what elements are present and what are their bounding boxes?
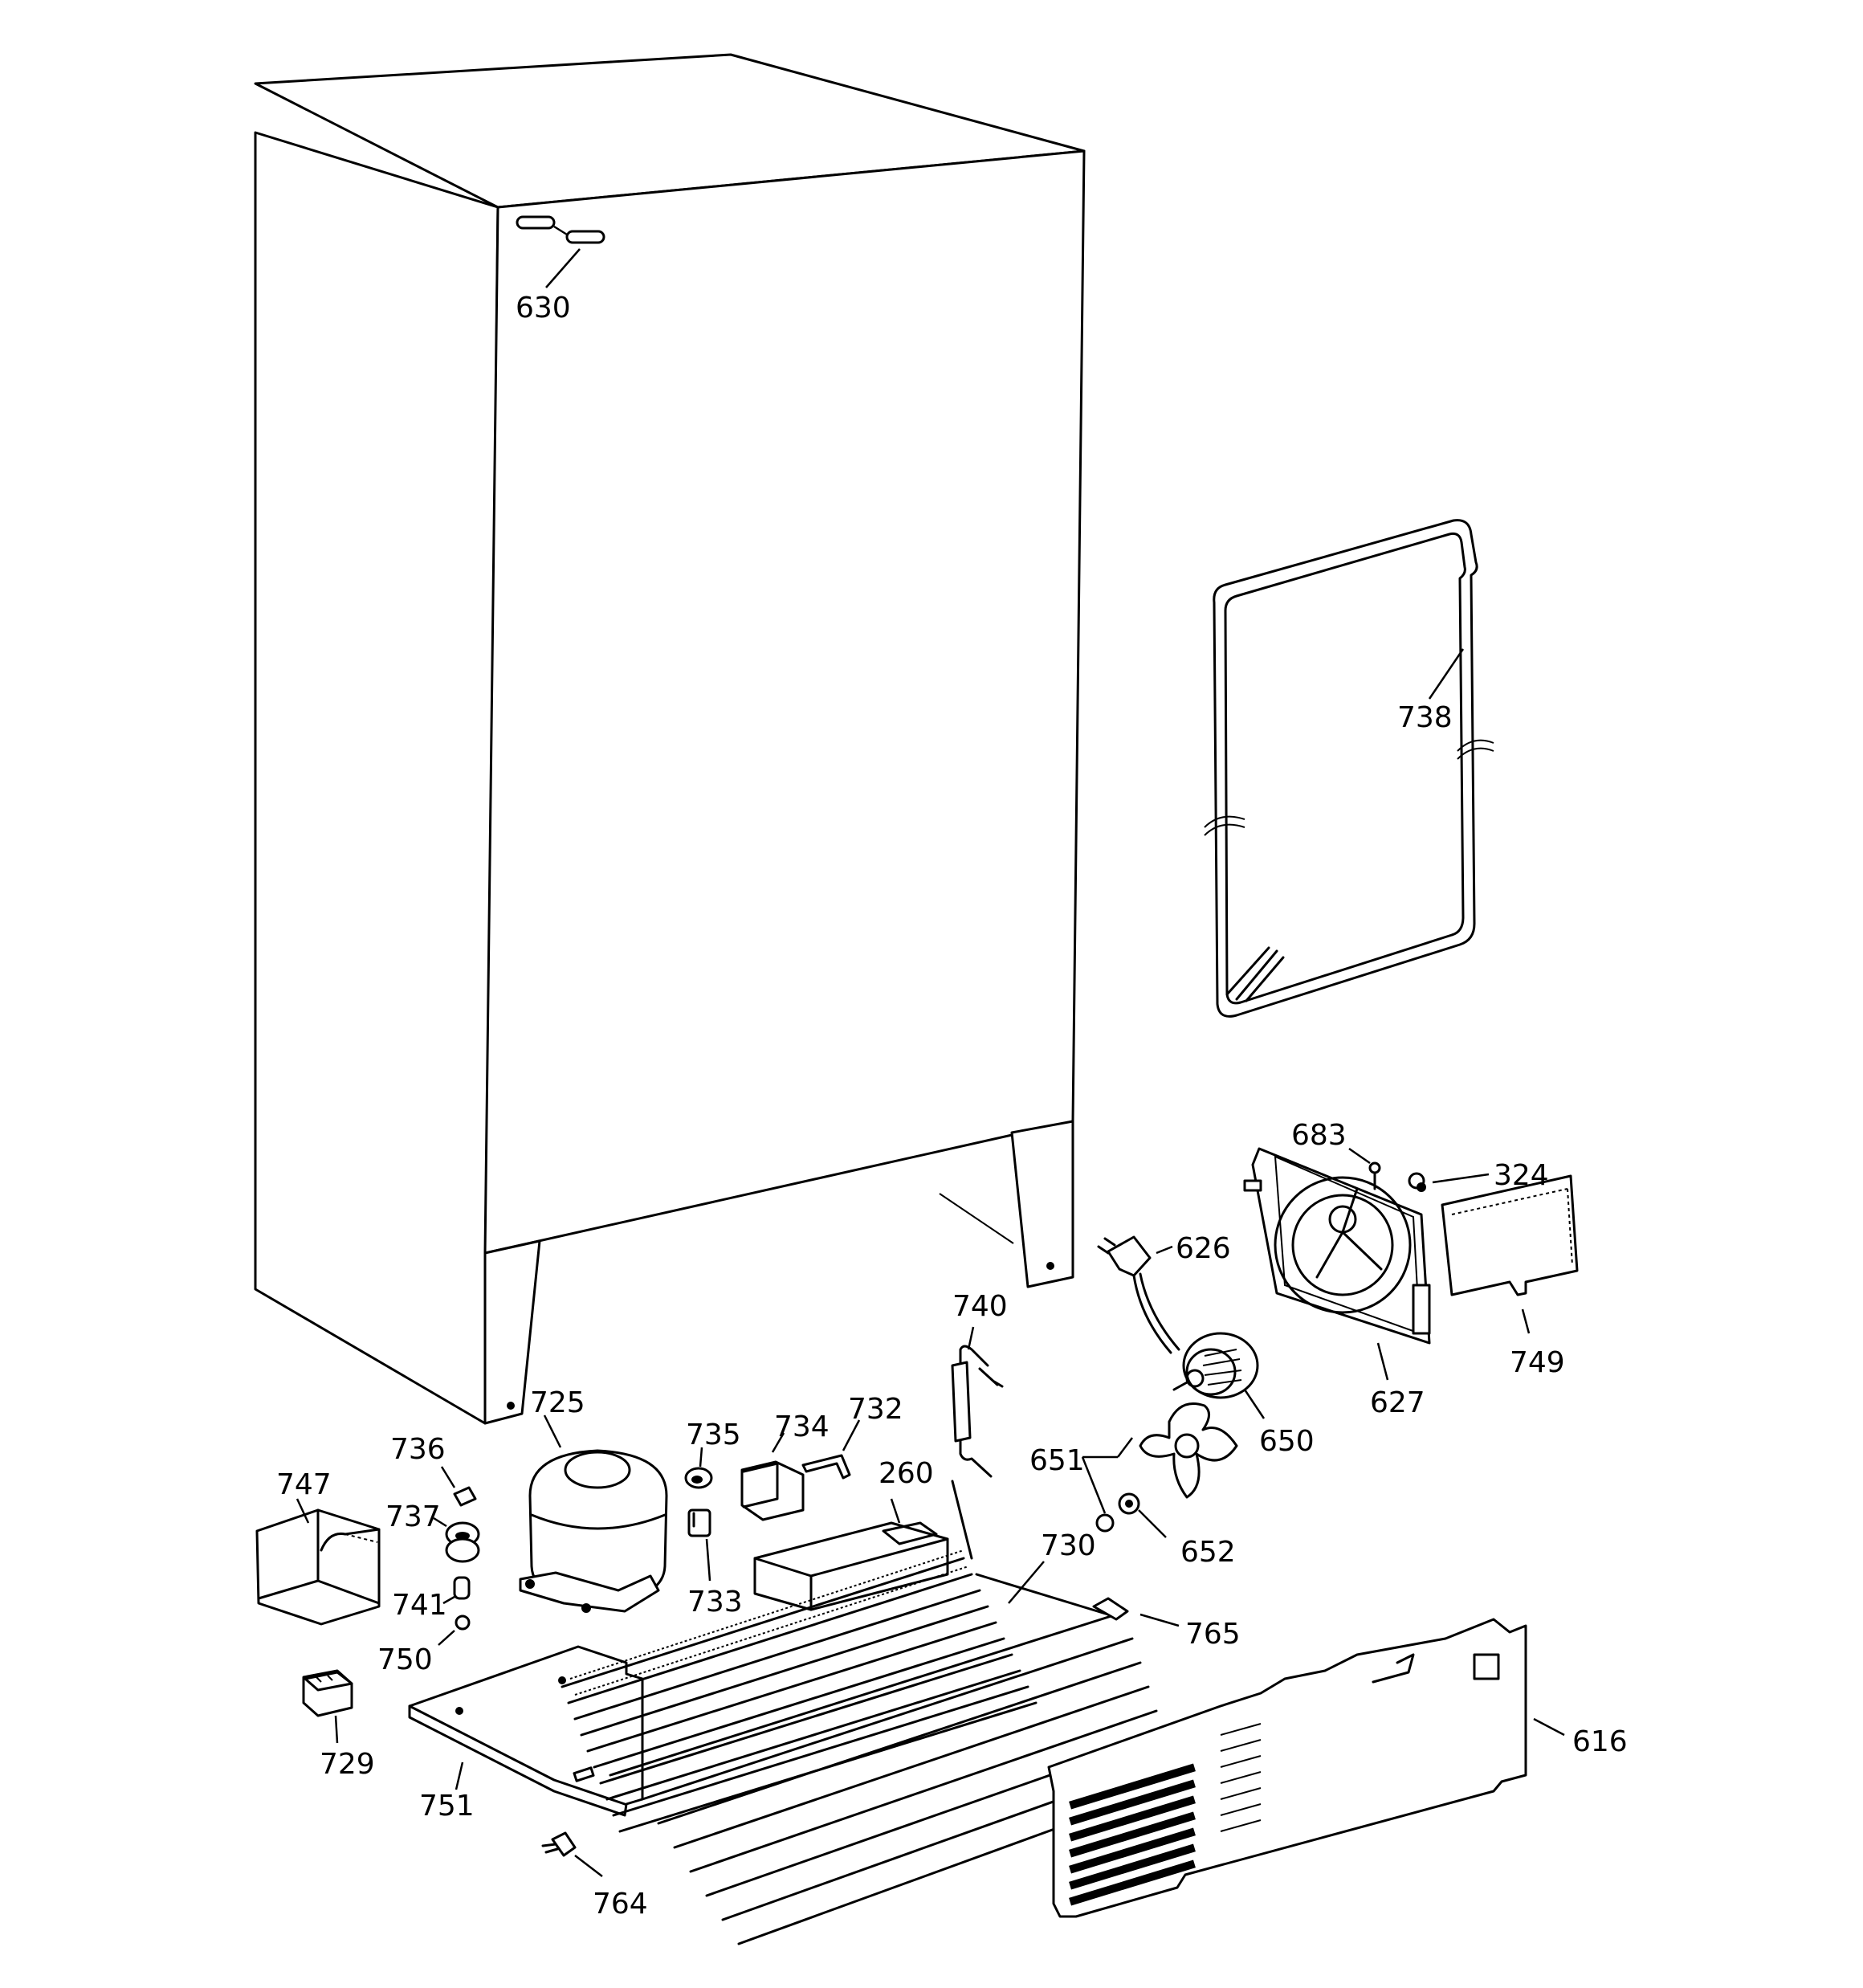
callout-627: 627 <box>1370 1386 1425 1419</box>
callout-738: 738 <box>1397 701 1453 734</box>
fan-motor-650 <box>1172 1332 1266 1419</box>
callout-741: 741 <box>392 1589 447 1622</box>
callout-616: 616 <box>1572 1725 1628 1758</box>
callout-737: 737 <box>385 1500 441 1533</box>
relay-729 <box>302 1669 353 1744</box>
cabinet-leg-left <box>483 1239 541 1425</box>
cover-749 <box>1441 1174 1579 1334</box>
cabinet-slot <box>565 230 605 244</box>
vent-lines <box>1220 1723 1262 1832</box>
callout-630: 630 <box>516 292 571 325</box>
washer-652 <box>1118 1492 1167 1538</box>
drier-740 <box>951 1326 1004 1478</box>
callout-labels: 630 738 683 324 626 740 749 627 650 725 … <box>276 292 1628 1921</box>
callout-650: 650 <box>1259 1425 1315 1458</box>
clip-732 <box>801 1419 861 1480</box>
cabinet-back-panel <box>483 149 1086 1255</box>
compressor-725 <box>519 1414 668 1613</box>
screw-683 <box>1348 1147 1381 1190</box>
fan-shroud-627 <box>1243 1147 1431 1381</box>
callout-751: 751 <box>419 1790 475 1823</box>
clip-736 <box>453 1486 477 1507</box>
leg-edge <box>939 1193 1014 1244</box>
sleeve-741 <box>453 1576 471 1600</box>
callout-626: 626 <box>1176 1232 1231 1265</box>
fan-blade <box>1081 1402 1238 1514</box>
heater-loop-738 <box>1204 519 1494 1018</box>
connector-733 <box>687 1508 711 1582</box>
callout-740: 740 <box>952 1290 1008 1323</box>
callout-732: 732 <box>848 1393 903 1426</box>
callout-747: 747 <box>276 1468 332 1501</box>
bracket-734 <box>740 1432 805 1521</box>
leg-screw <box>1046 1262 1054 1270</box>
callout-734: 734 <box>774 1410 830 1443</box>
condenser-coil-730 <box>561 1480 1182 1945</box>
callout-750: 750 <box>377 1643 433 1676</box>
leg-screw <box>507 1402 515 1410</box>
small-parts-stack <box>433 1466 480 1646</box>
callout-729: 729 <box>320 1748 375 1781</box>
callout-764: 764 <box>593 1888 648 1921</box>
callout-324: 324 <box>1494 1159 1549 1192</box>
callout-730: 730 <box>1041 1529 1096 1562</box>
callout-651: 651 <box>1029 1444 1085 1477</box>
cabinet-leg-right <box>1010 1120 1074 1288</box>
relay-cover-747 <box>255 1498 381 1626</box>
drain-pan-260 <box>753 1498 949 1611</box>
clip-765 <box>1092 1597 1180 1627</box>
clip-764 <box>541 1831 603 1877</box>
power-cord-626 <box>1097 1235 1180 1354</box>
cabinet-side <box>254 131 499 1425</box>
callout-733: 733 <box>687 1586 743 1619</box>
grille-slots <box>1069 1763 1196 1906</box>
cabinet-slot <box>516 215 556 230</box>
nut-651 <box>1095 1513 1115 1533</box>
screw-750 <box>455 1614 471 1631</box>
base-plate-751 <box>408 1645 644 1817</box>
callout-725: 725 <box>530 1386 585 1419</box>
callout-683: 683 <box>1291 1119 1347 1152</box>
cabinet-body <box>254 53 1086 1425</box>
callout-652: 652 <box>1180 1536 1236 1569</box>
callout-765: 765 <box>1185 1618 1241 1651</box>
access-panel-616 <box>1047 1618 1565 1918</box>
callout-260: 260 <box>879 1457 934 1490</box>
clip-324 <box>1408 1172 1490 1192</box>
callout-749: 749 <box>1510 1346 1565 1379</box>
overload-735 <box>684 1447 713 1489</box>
callout-736: 736 <box>390 1433 446 1466</box>
callout-735: 735 <box>686 1419 741 1451</box>
